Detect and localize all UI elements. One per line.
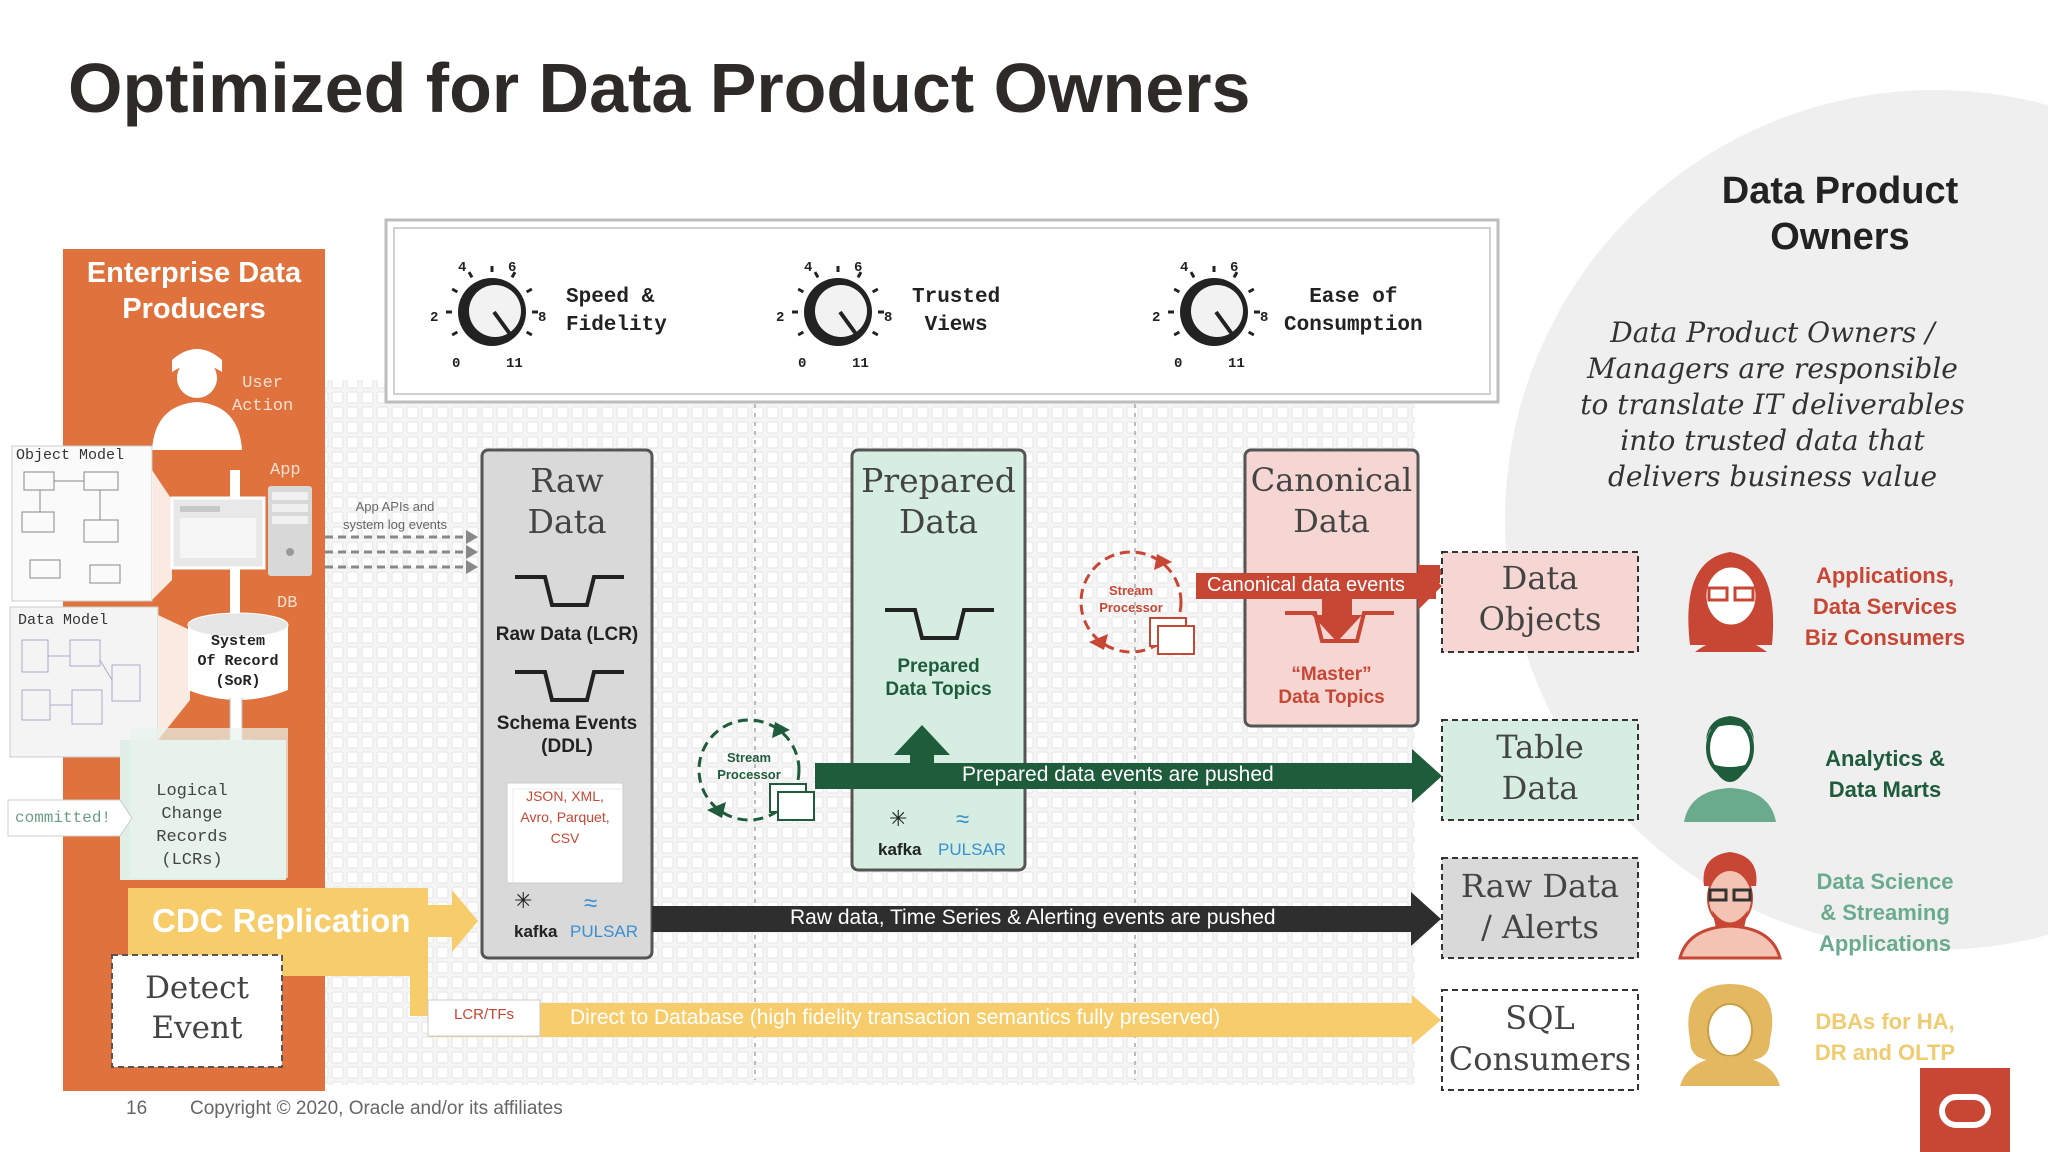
knob-1-tick-t2: 2 (776, 310, 785, 326)
raw-data-lcr: Raw Data (LCR) (495, 624, 639, 645)
data-model-label: Data Model (18, 612, 109, 629)
master-topics-label: “Master”Data Topics (1278, 664, 1385, 708)
avatar-data-science (1678, 852, 1782, 960)
knob-label-speed: Speed &Fidelity (566, 286, 667, 337)
avatar-applications (1688, 552, 1774, 652)
kafka-logo-raw: kafka (514, 922, 558, 941)
app-label: App (270, 461, 301, 480)
stream-processor-green (697, 718, 801, 822)
kafka-icon-prepared: ✳ (889, 806, 908, 831)
knob-1-tick-t6: 6 (854, 260, 863, 276)
cdc-replication-label: CDC Replication (152, 902, 411, 939)
knob-2-tick-t4: 4 (1180, 260, 1189, 276)
schema-events-label: Schema Events(DDL) (496, 713, 638, 757)
raw-pushed-label: Raw data, Time Series & Alerting events … (790, 906, 1276, 929)
knob-0-tick-t0: 0 (452, 356, 461, 372)
object-model-label: Object Model (16, 447, 125, 464)
output-raw-alerts-label: Raw Data/ Alerts (1460, 867, 1620, 946)
avatar-dba (1680, 984, 1780, 1086)
right-backdrop (1505, 90, 2048, 950)
knob-1-tick-t0: 0 (798, 356, 807, 372)
db-label: DB (277, 594, 298, 613)
committed-tag: committed! (15, 809, 112, 827)
formats-label: JSON, XML,Avro, Parquet,CSV (520, 788, 610, 846)
oracle-logo (1920, 1068, 2010, 1152)
knob-1-tick-t11: 11 (852, 356, 869, 372)
knob-1-tick-t8: 8 (884, 310, 893, 326)
knob-1 (792, 266, 884, 346)
stream-processor-red (1079, 550, 1183, 654)
app-api-arrows (325, 535, 468, 569)
knob-0-tick-t6: 6 (508, 260, 517, 276)
knob-0-tick-t8: 8 (538, 310, 547, 326)
avatar-analytics (1684, 716, 1776, 822)
sor-database-icon (187, 612, 289, 700)
user-icon (152, 349, 242, 450)
copyright: Copyright © 2020, Oracle and/or its affi… (190, 1098, 563, 1119)
page-number: 16 (126, 1098, 148, 1119)
knob-0 (446, 266, 538, 346)
consumer-dba-label: DBAs for HA,DR and OLTP (1814, 1009, 1956, 1065)
slide-title: Optimized for Data Product Owners (68, 49, 1251, 127)
pulsar-icon-raw: ≈ (584, 890, 598, 917)
prepared-pushed-label: Prepared data events are pushed (962, 763, 1274, 786)
app-window (170, 496, 266, 570)
output-data-objects-box (1441, 551, 1639, 653)
object-model-card (11, 445, 153, 602)
knob-2-tick-t11: 11 (1228, 356, 1245, 372)
pulsar-logo-raw: PULSAR (570, 922, 639, 941)
output-table-data-box (1441, 719, 1639, 821)
knob-2 (1168, 266, 1260, 346)
knob-2-tick-t6: 6 (1230, 260, 1239, 276)
pulsar-icon-prepared: ≈ (956, 806, 970, 833)
canonical-events-label: Canonical data events (1207, 574, 1405, 596)
knob-2-tick-t2: 2 (1152, 310, 1161, 326)
knob-2-tick-t0: 0 (1174, 356, 1183, 372)
kafka-icon-raw: ✳ (514, 888, 533, 913)
knob-0-tick-t2: 2 (430, 310, 439, 326)
knob-1-tick-t4: 4 (804, 260, 813, 276)
consumer-analytics-label: Analytics &Data Marts (1825, 746, 1945, 802)
knob-0-tick-t4: 4 (458, 260, 467, 276)
lcr-tfs-label: LCR/TFs (454, 1006, 514, 1023)
server-icon (268, 486, 312, 576)
knob-2-tick-t8: 8 (1260, 310, 1269, 326)
knob-0-tick-t11: 11 (506, 356, 523, 372)
output-sql-box (1441, 989, 1639, 1091)
output-raw-alerts-box (1441, 857, 1639, 959)
pulsar-logo-prepared: PULSAR (938, 840, 1007, 859)
direct-db-label: Direct to Database (high fidelity transa… (570, 1006, 1221, 1029)
owners-description: Data Product Owners /Managers are respon… (1580, 316, 1965, 493)
kafka-logo-prepared: kafka (878, 840, 922, 859)
